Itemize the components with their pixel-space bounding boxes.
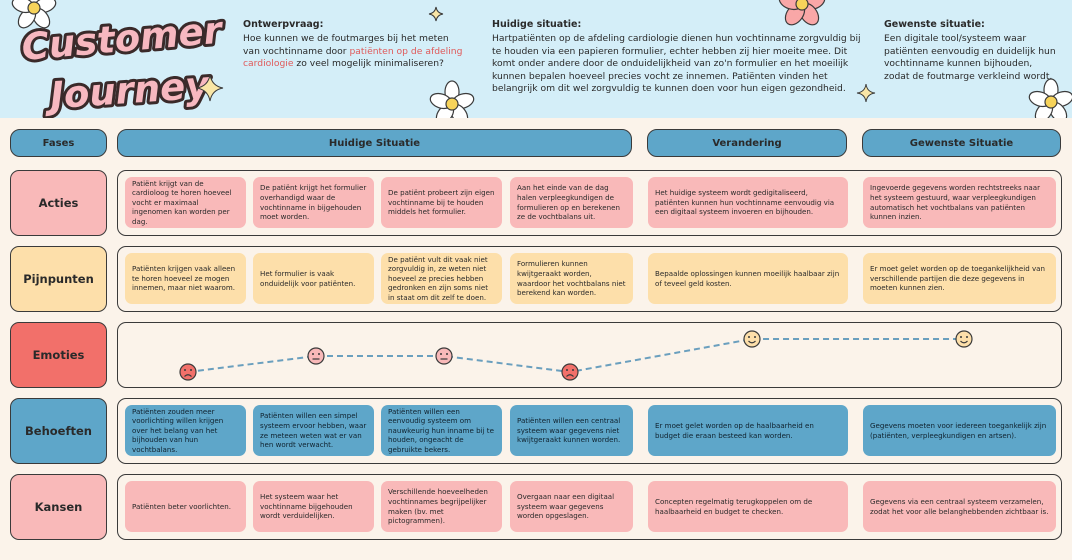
huidige-situatie-block: Huidige situatie: Hartpatiënten op de af…: [492, 19, 866, 95]
card-kansen-5: Concepten regelmatig terugkoppelen om de…: [648, 481, 848, 532]
customer-journey-logo: Customer Journey: [17, 5, 229, 120]
journey-board: Fases Huidige Situatie Verandering Gewen…: [0, 118, 1072, 560]
row-emoties: [117, 322, 1062, 388]
header: Customer Journey: [0, 0, 1072, 121]
row-label-pijnpunten: Pijnpunten: [10, 246, 107, 312]
row-kansen: Patiënten beter voorlichten. Het systeem…: [117, 474, 1062, 540]
phase-verandering: Verandering: [647, 129, 847, 157]
card-pijnpunten-2: Het formulier is vaak onduidelijk voor p…: [253, 253, 374, 304]
card-pijnpunten-4: Formulieren kunnen kwijtgeraakt worden, …: [510, 253, 633, 304]
gewenste-situatie-block: Gewenste situatie: Een digitale tool/sys…: [884, 19, 1060, 83]
gewenste-situatie-text: Een digitale tool/systeem waar patiënten…: [884, 33, 1056, 82]
happy-face-icon: [955, 330, 973, 348]
ontwerpvraag-block: Ontwerpvraag: Hoe kunnen we de foutmarge…: [243, 19, 468, 71]
card-acties-1: Patiënt krijgt van de cardioloog te hore…: [125, 177, 246, 228]
row-label-behoeften: Behoeften: [10, 398, 107, 464]
emotion-line: [187, 338, 964, 374]
sad-face-icon: [561, 363, 579, 381]
flower-icon: [429, 80, 475, 118]
card-acties-4: Aan het einde van de dag halen verpleegk…: [510, 177, 633, 228]
card-behoeften-3: Patiënten willen een eenvoudig systeem o…: [381, 405, 502, 456]
ontwerpvraag-heading: Ontwerpvraag:: [243, 19, 324, 30]
card-kansen-3: Verschillende hoeveelheden vochtinnames …: [381, 481, 502, 532]
sad-face-icon: [179, 363, 197, 381]
neutral-face-icon: [435, 347, 453, 365]
row-label-kansen: Kansen: [10, 474, 107, 540]
phase-huidige-situatie: Huidige Situatie: [117, 129, 632, 157]
card-acties-5: Het huidige systeem wordt gedigitaliseer…: [648, 177, 848, 228]
emotion-curve: [179, 330, 973, 381]
neutral-face-icon: [307, 347, 325, 365]
card-pijnpunten-5: Bepaalde oplossingen kunnen moeilijk haa…: [648, 253, 848, 304]
row-label-emoties: Emoties: [10, 322, 107, 388]
card-acties-3: De patiënt probeert zijn eigen vochtinna…: [381, 177, 502, 228]
card-behoeften-5: Er moet gelet worden op de haalbaarheid …: [648, 405, 848, 456]
row-pijnpunten: Patiënten krijgen vaak alleen te horen h…: [117, 246, 1062, 312]
row-label-acties: Acties: [10, 170, 107, 236]
ontwerpvraag-text: Hoe kunnen we de foutmarges bij het mete…: [243, 33, 463, 70]
card-acties-6: Ingevoerde gegevens worden rechtstreeks …: [863, 177, 1056, 228]
card-kansen-6: Gegevens via een centraal systeem verzam…: [863, 481, 1056, 532]
gewenste-situatie-heading: Gewenste situatie:: [884, 19, 985, 30]
card-behoeften-2: Patiënten willen een simpel systeem ervo…: [253, 405, 374, 456]
row-behoeften: Patiënten zouden meer voorlichting wille…: [117, 398, 1062, 464]
card-acties-2: De patiënt krijgt het formulier overhand…: [253, 177, 374, 228]
card-behoeften-4: Patiënten willen een centraal systeem wa…: [510, 405, 633, 456]
phase-gewenste-situatie: Gewenste Situatie: [862, 129, 1061, 157]
svg-text:Journey: Journey: [42, 63, 213, 118]
card-pijnpunten-6: Er moet gelet worden op de toegankelijkh…: [863, 253, 1056, 304]
happy-face-icon: [743, 330, 761, 348]
row-acties: Patiënt krijgt van de cardioloog te hore…: [117, 170, 1062, 236]
card-kansen-4: Overgaan naar een digitaal systeem waar …: [510, 481, 633, 532]
flower-icon: [1028, 78, 1072, 118]
card-kansen-1: Patiënten beter voorlichten.: [125, 481, 246, 532]
phase-label: Fases: [10, 129, 107, 157]
huidige-situatie-text: Hartpatiënten op de afdeling cardiologie…: [492, 33, 861, 95]
card-kansen-2: Het systeem waar het vochtinname bijgeho…: [253, 481, 374, 532]
svg-text:Customer: Customer: [20, 8, 226, 69]
card-behoeften-1: Patiënten zouden meer voorlichting wille…: [125, 405, 246, 456]
card-pijnpunten-1: Patiënten krijgen vaak alleen te horen h…: [125, 253, 246, 304]
card-behoeften-6: Gegevens moeten voor iedereen toegankeli…: [863, 405, 1056, 456]
huidige-situatie-heading: Huidige situatie:: [492, 19, 582, 30]
card-pijnpunten-3: De patiënt vult dit vaak niet zorgvuldig…: [381, 253, 502, 304]
page-title: Customer Journey: [14, 5, 229, 120]
